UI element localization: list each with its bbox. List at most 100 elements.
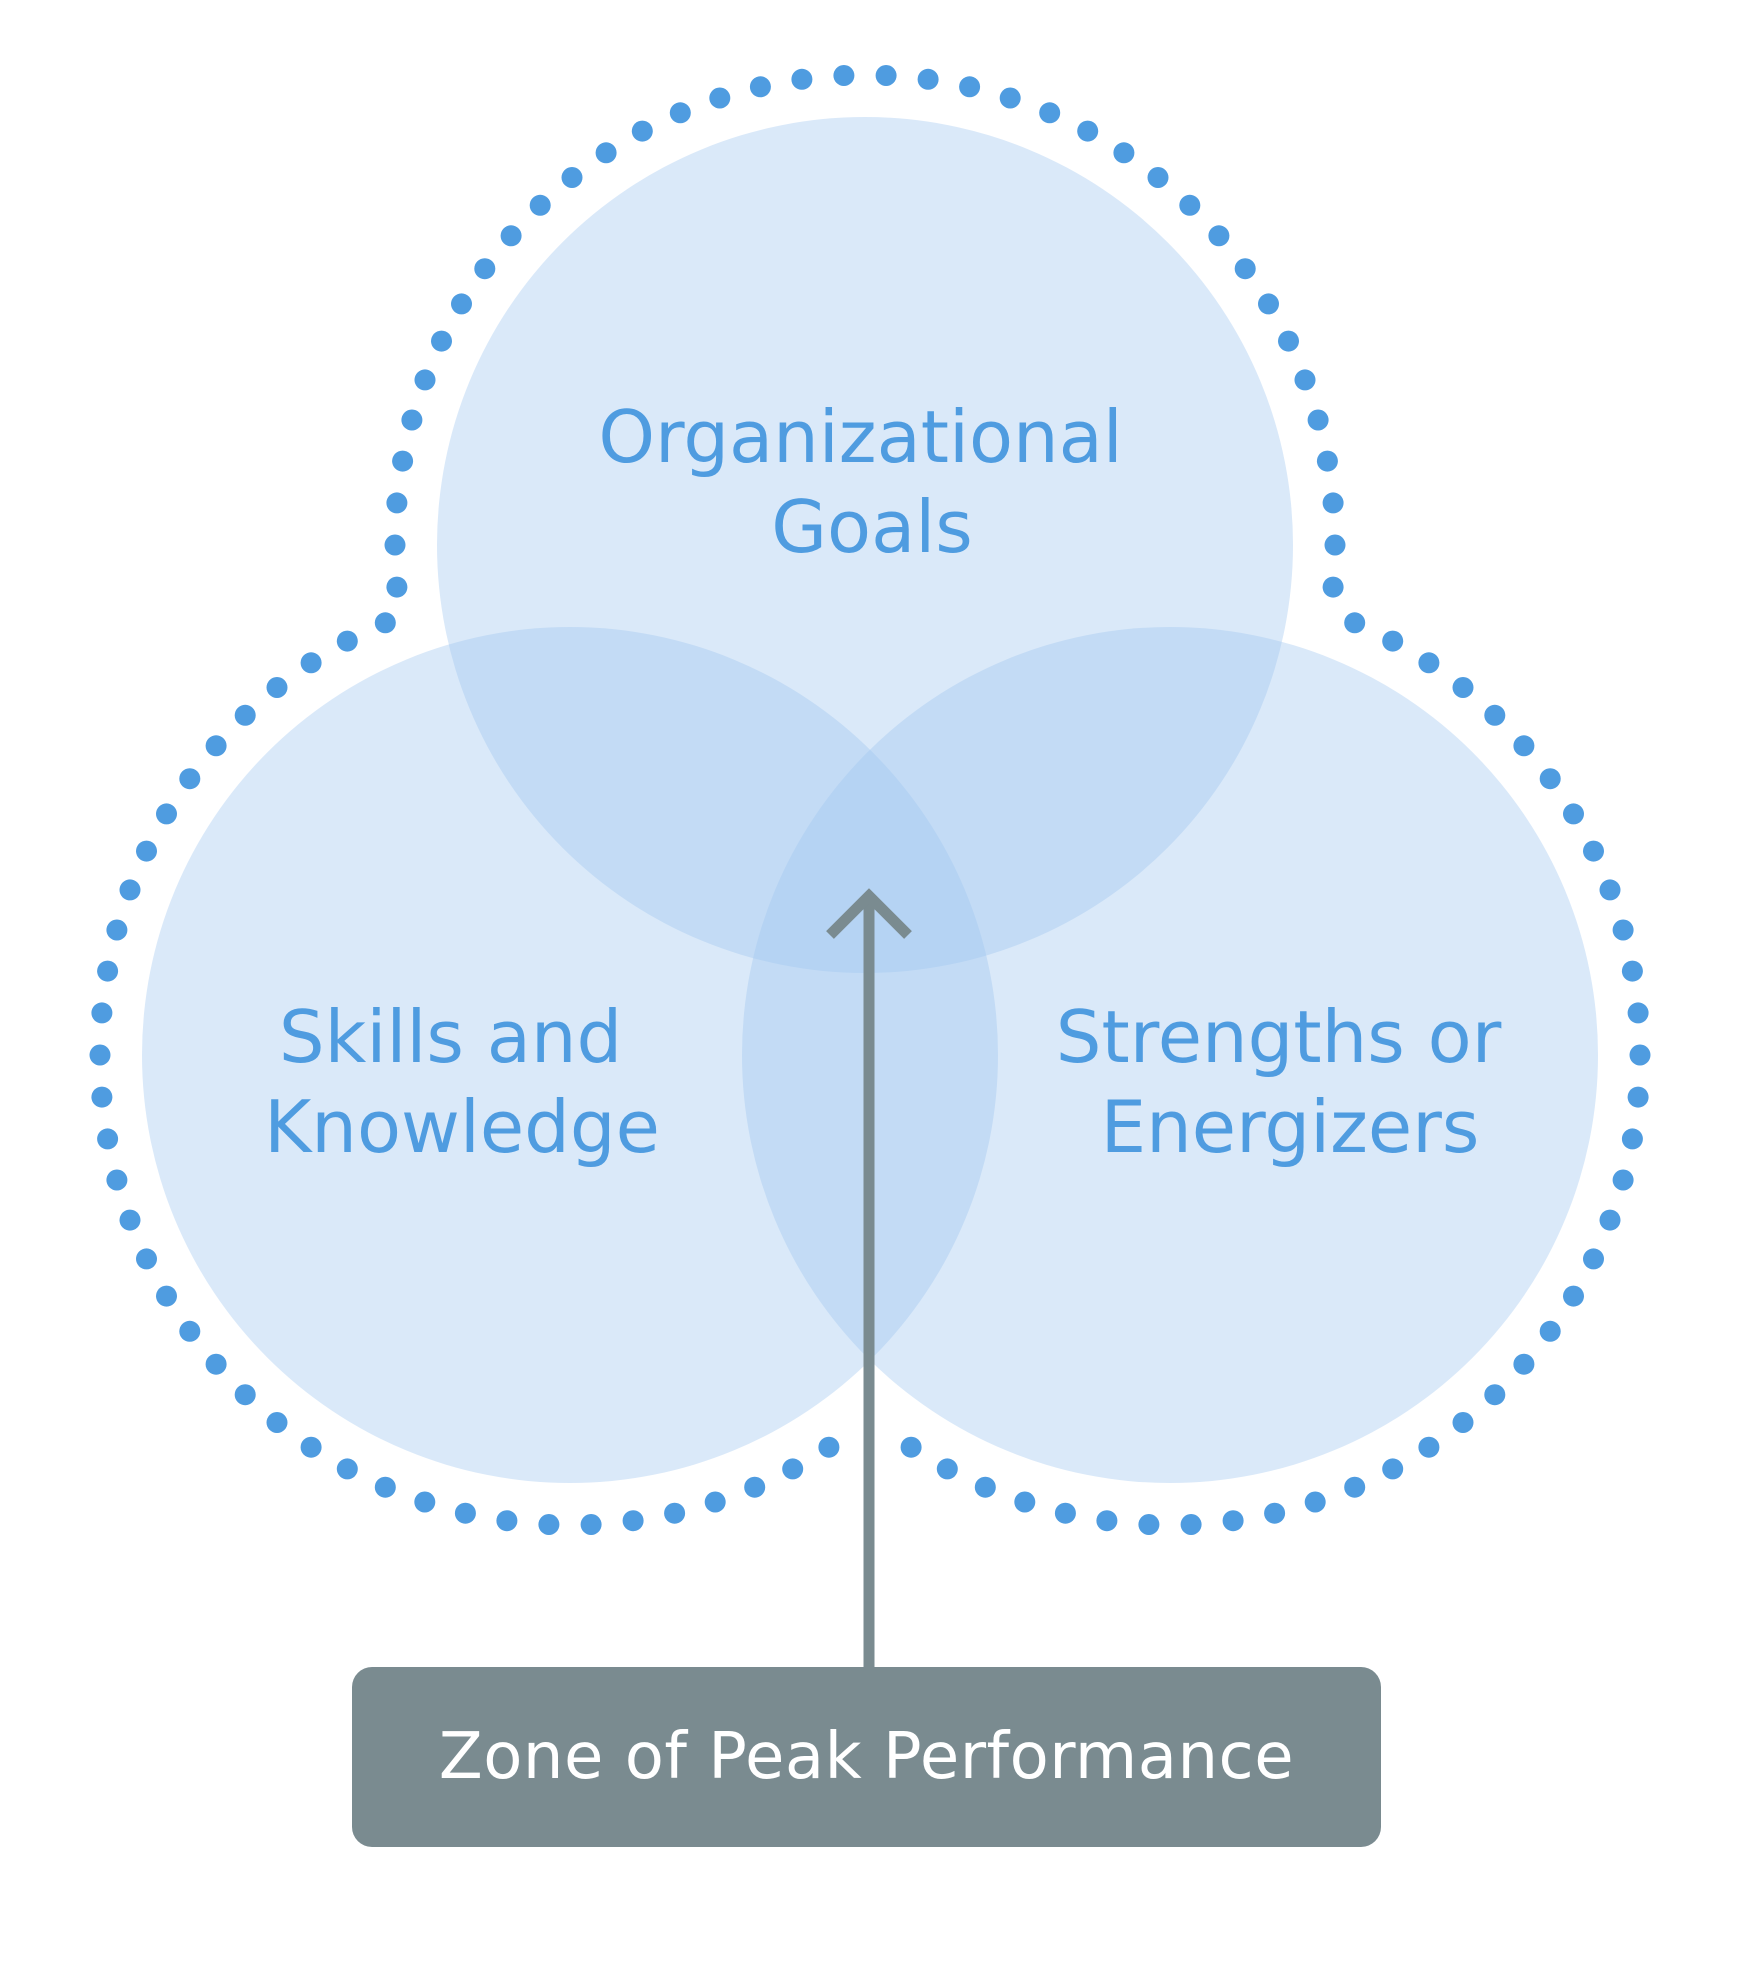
outline-dot <box>266 1412 288 1433</box>
outline-dot <box>875 65 897 86</box>
outline-dot <box>431 330 452 352</box>
outline-dot <box>91 1002 113 1024</box>
outline-dot <box>664 1502 686 1524</box>
outline-dot <box>818 1436 840 1458</box>
outline-dot <box>1539 1320 1561 1342</box>
outline-dot <box>709 87 731 109</box>
outline-dot <box>119 879 141 901</box>
outline-dot <box>1307 409 1329 431</box>
outline-dot <box>1484 704 1506 726</box>
outline-dot <box>791 68 813 90</box>
zone-of-peak-performance-box: Zone of Peak Performance <box>352 1667 1381 1847</box>
outline-dot <box>1039 102 1061 124</box>
outline-dot <box>97 1128 119 1150</box>
outline-dot <box>1322 576 1344 598</box>
outline-dot <box>1344 1476 1366 1498</box>
outline-dot <box>749 76 771 98</box>
outline-dot <box>622 1510 644 1532</box>
outline-dot <box>1304 1491 1326 1513</box>
outline-dot <box>1621 1128 1643 1150</box>
outline-dot <box>917 68 939 90</box>
outline-dot <box>179 768 201 790</box>
outline-dot <box>1599 1209 1621 1231</box>
outline-dot <box>1344 612 1366 634</box>
label-skills-and-knowledge: Skills and Knowledge <box>264 995 660 1169</box>
outline-dot <box>595 142 617 164</box>
outline-dot <box>386 492 408 514</box>
outline-dot <box>1452 677 1474 698</box>
outline-dot <box>205 1353 227 1375</box>
outline-dot <box>1278 330 1299 352</box>
outline-dot <box>1513 735 1535 757</box>
outline-dot <box>744 1476 766 1498</box>
outline-dot <box>136 1248 157 1270</box>
outline-dot <box>974 1476 996 1498</box>
outline-dot <box>1294 369 1316 391</box>
outline-dot <box>1539 768 1561 790</box>
outline-dot <box>1324 534 1346 556</box>
outline-dot <box>266 677 288 698</box>
outline-dot <box>1621 960 1643 982</box>
outline-dot <box>234 704 256 726</box>
outline-dot <box>1583 1248 1604 1270</box>
outline-dot <box>414 1491 436 1513</box>
outline-dot <box>1316 450 1338 472</box>
outline-dot <box>1264 1502 1286 1524</box>
label-strengths-or-energizers: Strengths or Energizers <box>1056 995 1524 1169</box>
outline-dot <box>1322 492 1344 514</box>
outline-dot <box>1629 1044 1651 1066</box>
outline-dot <box>336 1458 358 1480</box>
label-skills-and-knowledge-line-2: Knowledge <box>264 1085 660 1169</box>
outline-dot <box>500 225 522 247</box>
dotted-outline <box>89 65 1651 1535</box>
outline-dot <box>1612 919 1634 941</box>
outline-dot <box>959 76 981 98</box>
outline-dot <box>1583 840 1604 862</box>
outline-dot <box>454 1502 476 1524</box>
outline-dot <box>1222 1510 1244 1532</box>
zone-of-peak-performance-label: Zone of Peak Performance <box>438 1720 1295 1794</box>
outline-dot <box>1418 1436 1440 1458</box>
outline-dot <box>205 735 227 757</box>
outline-dot <box>414 369 436 391</box>
outline-dot <box>451 293 472 315</box>
outline-dot <box>1452 1412 1474 1433</box>
outline-dot <box>631 120 653 142</box>
label-skills-and-knowledge-line-1: Skills and <box>279 995 622 1079</box>
outline-dot <box>900 1436 922 1458</box>
circle-skills-and-knowledge <box>142 627 998 1483</box>
outline-dot <box>374 612 396 634</box>
outline-dot <box>392 450 414 472</box>
outline-dot <box>1138 1514 1160 1535</box>
outline-dot <box>1599 879 1621 901</box>
label-organizational-goals-line-1: Organizational <box>598 395 1122 479</box>
outline-dot <box>97 960 119 982</box>
outline-dot <box>1513 1353 1535 1375</box>
outline-dot <box>538 1514 560 1535</box>
label-strengths-or-energizers-line-2: Energizers <box>1101 1085 1480 1169</box>
outline-dot <box>669 102 691 124</box>
outline-dot <box>1418 652 1440 674</box>
circle-organizational-goals <box>437 117 1293 973</box>
outline-dot <box>106 919 128 941</box>
outline-dot <box>1484 1384 1506 1406</box>
outline-dot <box>1014 1491 1036 1513</box>
outline-dot <box>234 1384 256 1406</box>
outline-dot <box>474 258 496 280</box>
outline-dot <box>1147 167 1169 188</box>
outline-dot <box>782 1458 804 1480</box>
outline-dot <box>300 652 322 674</box>
outline-dot <box>1096 1510 1118 1532</box>
circle-strengths-or-energizers <box>742 627 1598 1483</box>
outline-dot <box>106 1169 128 1191</box>
outline-dot <box>1258 293 1279 315</box>
outline-dot <box>1563 1285 1584 1307</box>
outline-dot <box>156 803 177 825</box>
outline-dot <box>1382 630 1404 652</box>
label-strengths-or-energizers-line-1: Strengths or <box>1056 995 1502 1079</box>
label-organizational-goals-line-2: Goals <box>771 485 972 569</box>
outline-dot <box>1627 1086 1649 1108</box>
outline-dot <box>374 1476 396 1498</box>
outline-dot <box>119 1209 141 1231</box>
outline-dot <box>384 534 406 556</box>
